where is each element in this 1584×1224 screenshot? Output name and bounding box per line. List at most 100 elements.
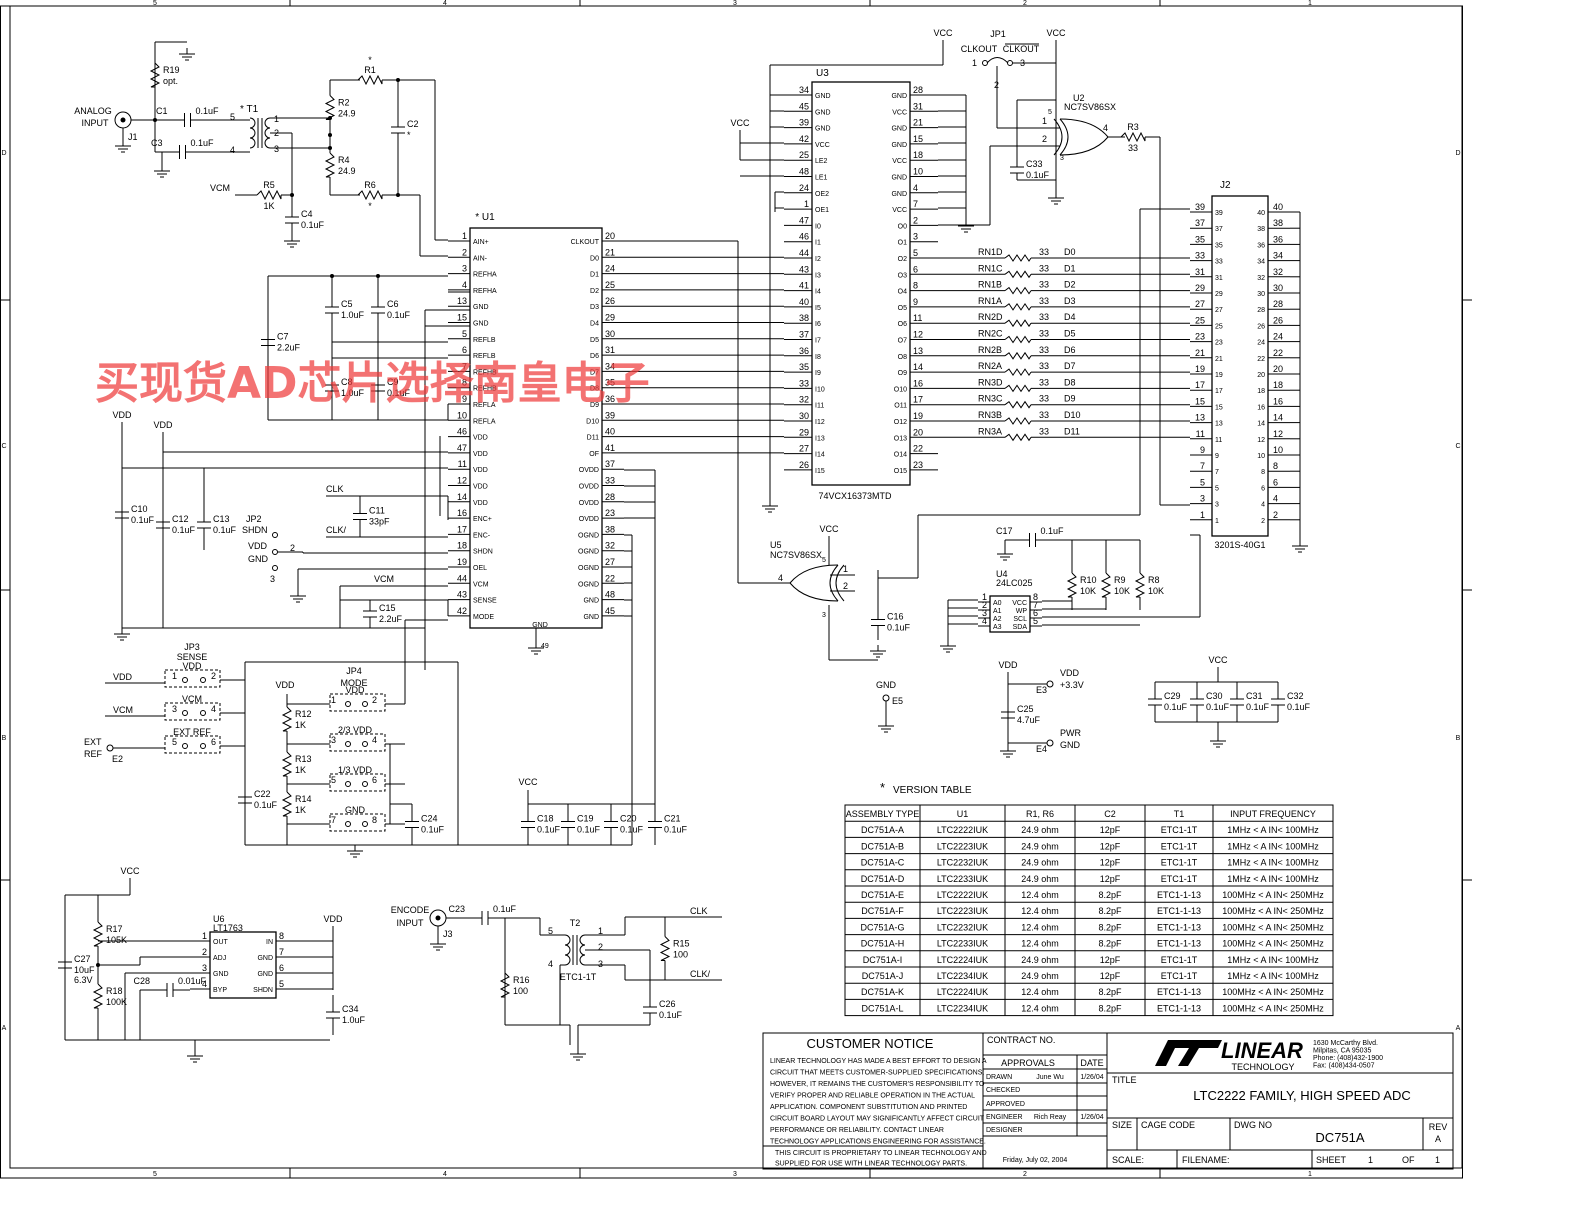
address-line: Fax: (408)434-0507 [1313, 1063, 1375, 1070]
junction-dot [396, 193, 400, 197]
pin-name: D2 [590, 288, 599, 295]
table-cell: ETC1-1T [1161, 825, 1198, 835]
net-label: GND [876, 680, 897, 690]
pin-name: I15 [815, 468, 825, 475]
pin-number: 36 [605, 394, 615, 404]
address-line: Phone: (408)432-1900 [1313, 1055, 1383, 1062]
border-row-label: C [1455, 443, 1460, 450]
pin-name: GND [815, 93, 831, 100]
pin-number: 3 [822, 612, 826, 619]
pin-number: 48 [605, 590, 615, 600]
jumper-pin-icon [362, 701, 368, 707]
pin-number: 28 [605, 492, 615, 502]
ground-icon [1292, 540, 1308, 553]
table-cell: 1MHz < A IN< 100MHz [1227, 955, 1319, 965]
border-row-label: C [1, 443, 6, 450]
table-cell: 12pF [1100, 841, 1121, 851]
pin-number: 1 [462, 231, 467, 241]
net-label: INPUT [82, 118, 110, 128]
pin-number: 22 [913, 444, 923, 454]
pin-name: D1 [590, 272, 599, 279]
size-label: SIZE [1112, 1120, 1132, 1130]
capacitor-ref: C18 [537, 814, 554, 824]
table-cell: 12.4 ohm [1021, 1003, 1059, 1013]
wire [324, 152, 336, 178]
resistor-value: 100 [673, 950, 688, 960]
pin-number: 46 [799, 232, 809, 242]
jumper-ref: JP1 [990, 29, 1006, 39]
pin-number: 21 [1195, 348, 1205, 358]
pin-number: 17 [913, 395, 923, 405]
pin-name: 23 [1215, 340, 1223, 347]
pin-name: VDD [473, 467, 488, 474]
rev-value: A [1435, 1134, 1441, 1144]
capacitor-value: 2.2uF [379, 614, 403, 624]
table-cell: 1MHz < A IN< 100MHz [1227, 841, 1319, 851]
pin-number: 9 [913, 297, 918, 307]
resistor-value: 33 [1039, 329, 1049, 339]
pin-name: A1 [993, 608, 1002, 615]
pin-number: 10 [913, 167, 923, 177]
pin-number: 9 [1200, 445, 1205, 455]
pin-name: I6 [815, 321, 821, 328]
capacitor-ref: C17 [996, 526, 1013, 536]
net-label: D6 [1064, 345, 1076, 355]
jumper-ref: JP3 [184, 642, 200, 652]
capacitor-ref: C22 [254, 789, 271, 799]
table-cell: DC751A-G [860, 922, 904, 932]
pin-number: 5 [822, 557, 826, 564]
jumper-icon [164, 669, 221, 688]
net-label: VDD [1060, 668, 1080, 678]
pin-number: 21 [605, 247, 615, 257]
pin-number: 5 [462, 329, 467, 339]
pin-number: 5 [1048, 109, 1052, 116]
capacitor-ref: C23 [448, 904, 465, 914]
print-date: Friday, July 02, 2004 [1003, 1157, 1068, 1164]
pin-name: OVDD [579, 516, 599, 523]
jumper-ref: JP2 [246, 514, 262, 524]
resistor-ref: R16 [513, 975, 530, 985]
pin-number: 34 [605, 361, 615, 371]
pin-number: 4 [548, 959, 553, 969]
ic-ref: U3 [816, 68, 829, 79]
pin-number: 26 [799, 460, 809, 470]
pin-name: 24 [1257, 340, 1265, 347]
pin-number: 36 [799, 346, 809, 356]
wire [281, 751, 293, 777]
jumper-pin-icon [345, 781, 351, 787]
ground-icon [528, 642, 544, 655]
filename-label: FILENAME: [1182, 1155, 1230, 1165]
table-cell: 100MHz < A IN< 250MHz [1222, 906, 1324, 916]
pin-number: 26 [605, 296, 615, 306]
ic-part: 74VCX16373MTD [818, 491, 892, 501]
wire [1134, 572, 1146, 598]
pin-number: 4 [211, 704, 216, 714]
pin-name: O14 [894, 452, 907, 459]
test-point-icon [1046, 739, 1054, 747]
wire [1120, 131, 1146, 143]
reference-and-supply: C51.0uFC60.1uFC72.2uFC81.0uFC90.1uFVDDVD… [84, 274, 688, 858]
net-label: D5 [1064, 329, 1076, 339]
pin-name: 7 [1215, 469, 1219, 476]
pin-name: OE2 [815, 191, 829, 198]
approved-label: APPROVED [986, 1101, 1025, 1108]
pin-name: O8 [898, 354, 907, 361]
resistor-ref: R14 [295, 794, 312, 804]
jumper-pin-icon [1007, 60, 1013, 66]
resistor-ref: R13 [295, 754, 312, 764]
pin-number: 8 [1033, 592, 1038, 602]
pin-name: GND [583, 614, 599, 621]
jumper-pin-icon [272, 565, 278, 571]
wire [499, 972, 511, 998]
table-cell: 8.2pF [1098, 939, 1122, 949]
test-point-ref: E2 [112, 754, 123, 764]
logo-subtext: TECHNOLOGY [1231, 1062, 1294, 1072]
capacitor: C81.0uF [325, 370, 365, 406]
capacitor: C90.1uF [371, 370, 411, 406]
